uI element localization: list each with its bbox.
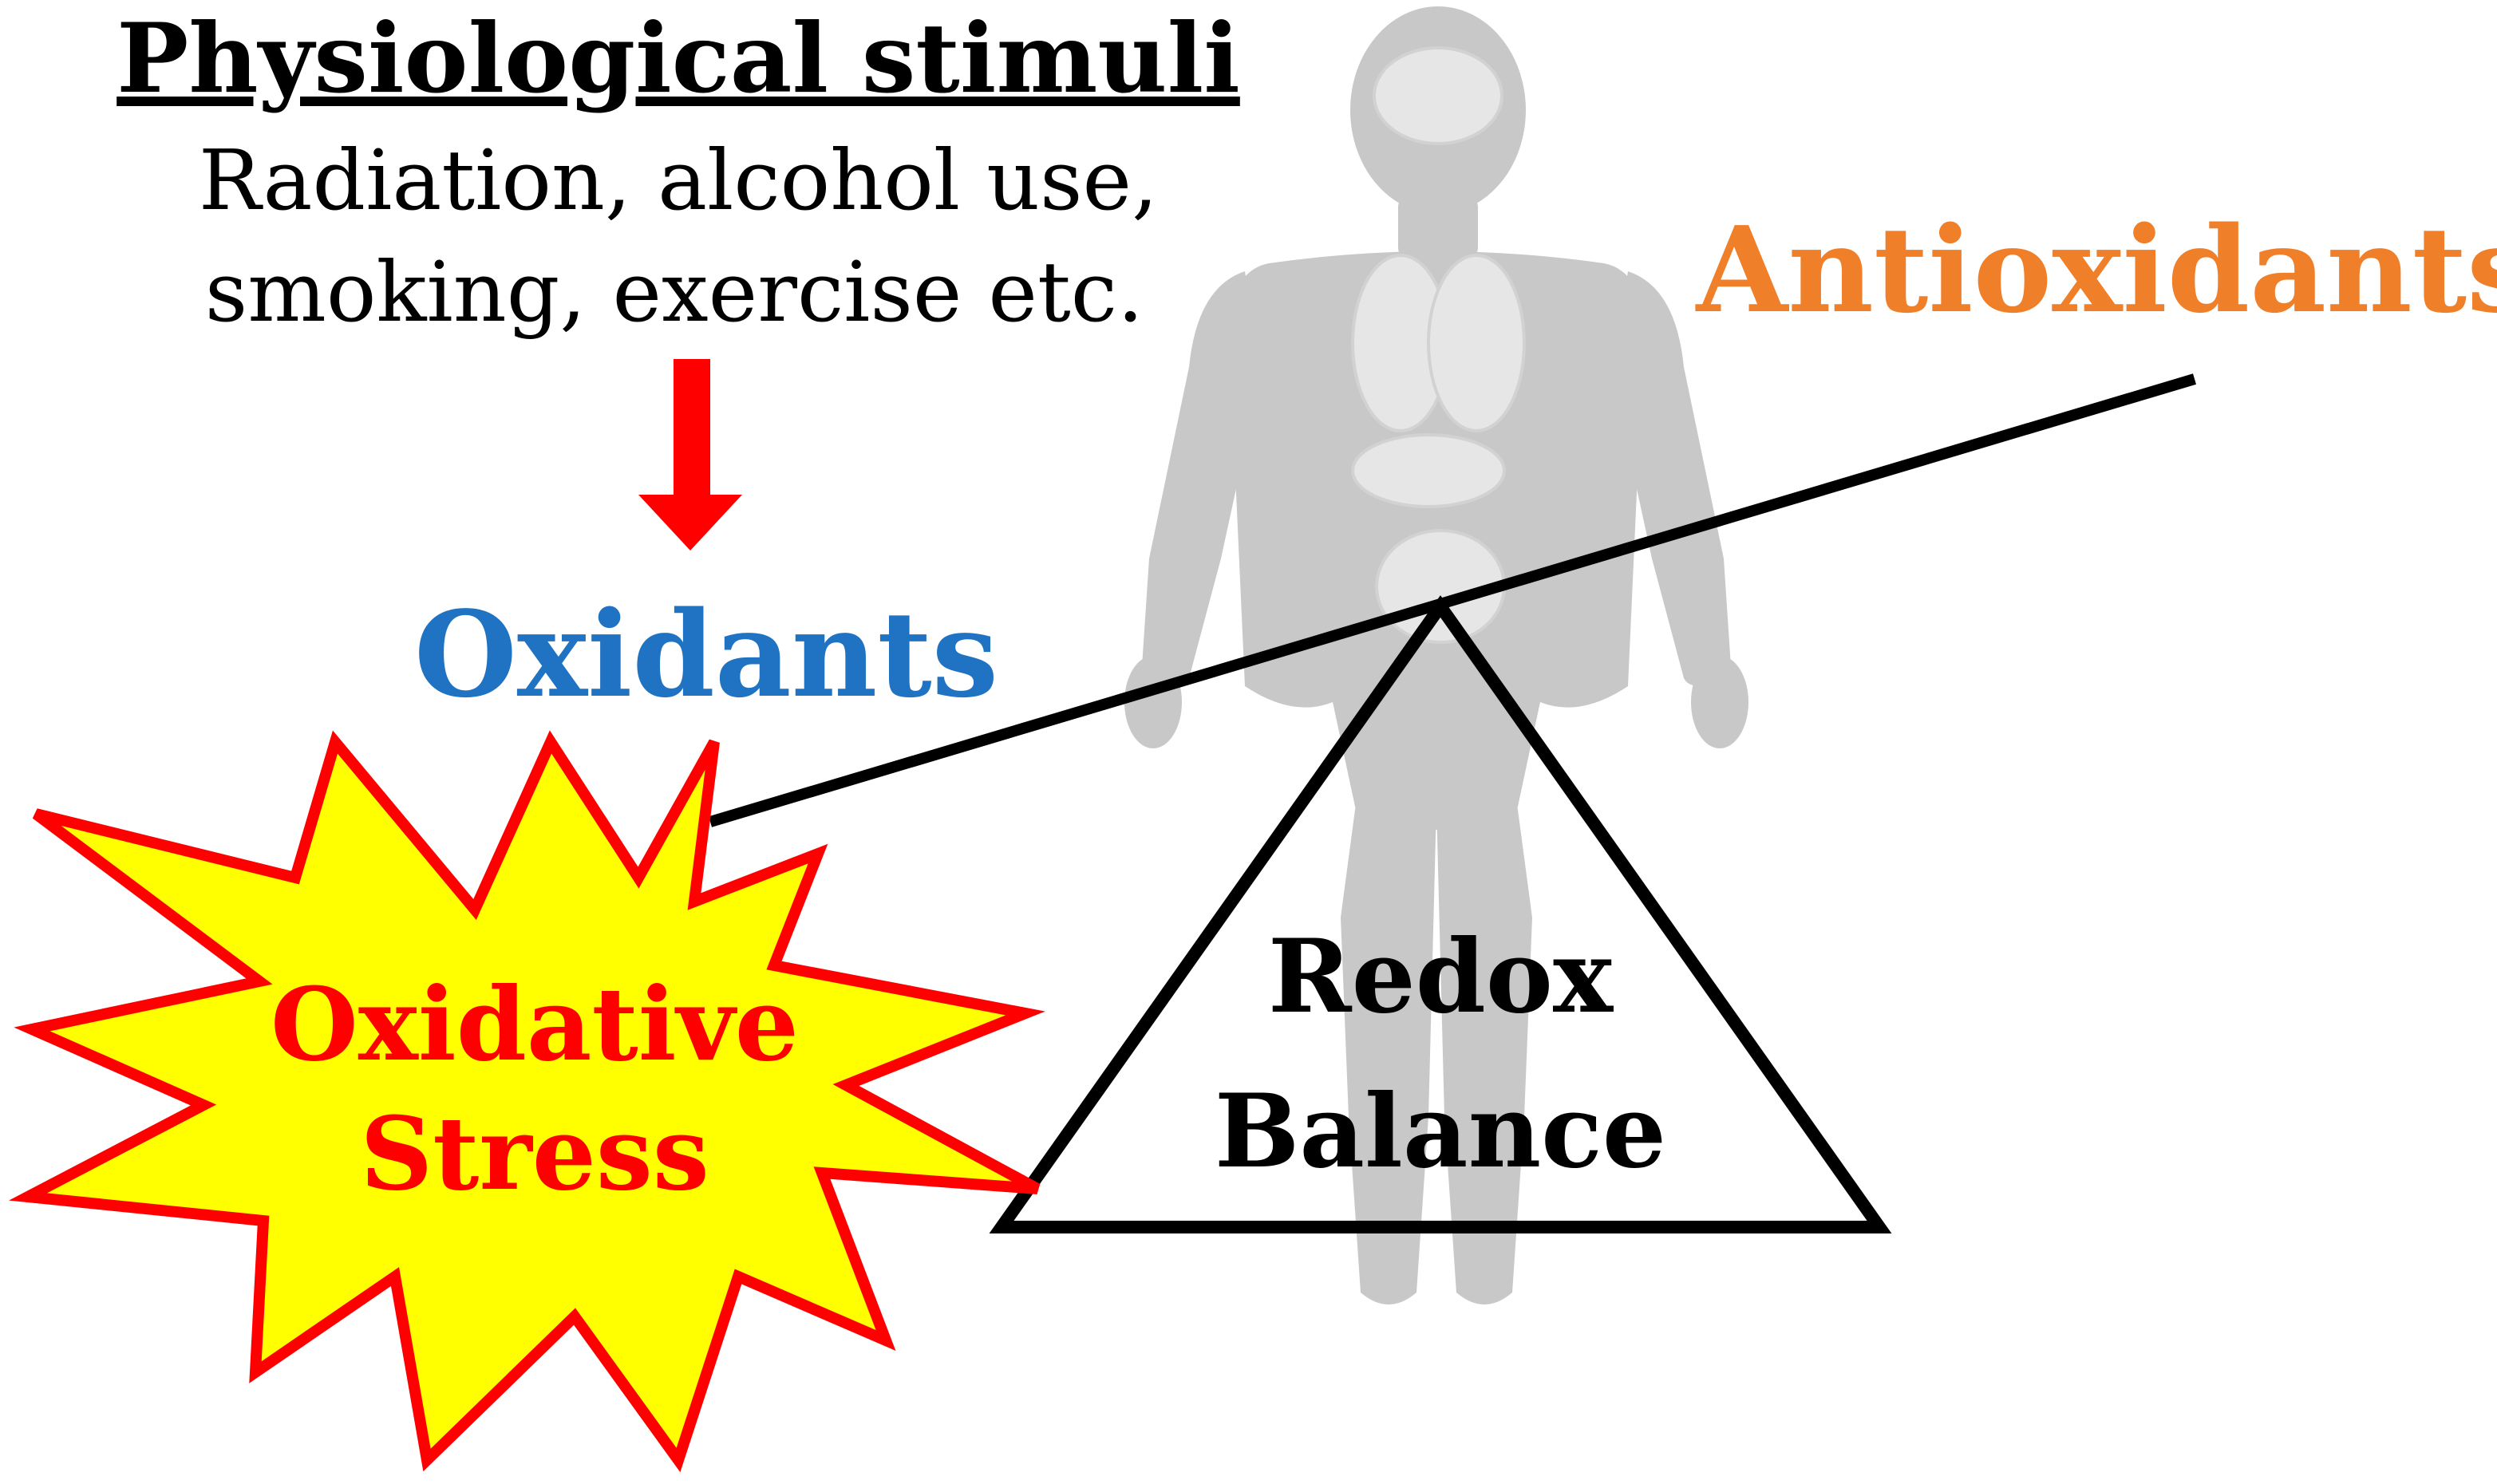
human-body-silhouette-icon	[1124, 6, 1748, 1304]
antioxidants-label: Antioxidants	[1695, 200, 2497, 339]
stress-line-2: Stress	[360, 1095, 709, 1213]
organs-icon	[1351, 46, 1526, 644]
stress-line-1: Oxidative	[271, 965, 799, 1083]
fulcrum-triangle	[989, 595, 1892, 1233]
down-arrow-icon	[638, 359, 742, 551]
stimuli-line-1: Radiation, alcohol use,	[199, 132, 1158, 229]
starburst-icon	[9, 730, 1045, 1473]
stress-label: Oxidative Stress	[271, 965, 799, 1213]
stimuli-line-2: smoking, exercise etc.	[205, 243, 1144, 341]
oxidants-label: Oxidants	[414, 585, 998, 724]
balance-line-1: Redox	[1268, 918, 1614, 1036]
stimuli-block: Physiological stimuli Radiation, alcohol…	[117, 2, 1240, 341]
stimuli-heading: Physiological stimuli	[117, 2, 1240, 115]
balance-line-2: Balance	[1215, 1072, 1666, 1190]
balance-label: Redox Balance	[1215, 918, 1666, 1190]
seesaw-beam	[708, 373, 2197, 827]
